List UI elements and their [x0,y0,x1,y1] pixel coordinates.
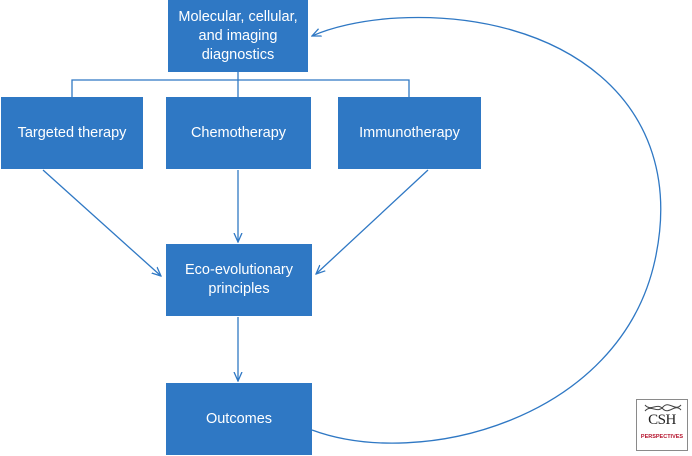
immunotherapy-node: Immunotherapy [338,97,481,169]
dna-helix-icon [644,404,682,412]
logo-name: CSH [648,412,676,428]
targeted-therapy-node: Targeted therapy [1,97,143,169]
immuno-to-eco-arrow [316,169,429,274]
outcomes-node: Outcomes [166,383,312,455]
targeted-therapy-label: Targeted therapy [17,124,127,141]
outcomes-label: Outcomes [205,410,273,427]
diagnostics-label: Molecular, cellular, and imaging diagnos… [178,8,298,63]
feedback-loop-arrow [312,16,662,444]
logo-subtitle: PERSPECTIVES [640,434,684,440]
diagnostics-to-therapies-bracket [71,72,410,97]
diagnostics-node: Molecular, cellular, and imaging diagnos… [168,0,308,72]
chemotherapy-label: Chemotherapy [190,124,287,141]
chemotherapy-node: Chemotherapy [166,97,311,169]
eco-evolutionary-node: Eco-evolutionary principles [166,244,312,316]
eco-evolutionary-label: Eco-evolutionary principles [185,262,293,297]
csh-perspectives-logo: CSH PERSPECTIVES [636,399,688,451]
targeted-to-eco-arrow [42,169,161,276]
immunotherapy-label: Immunotherapy [359,124,460,141]
